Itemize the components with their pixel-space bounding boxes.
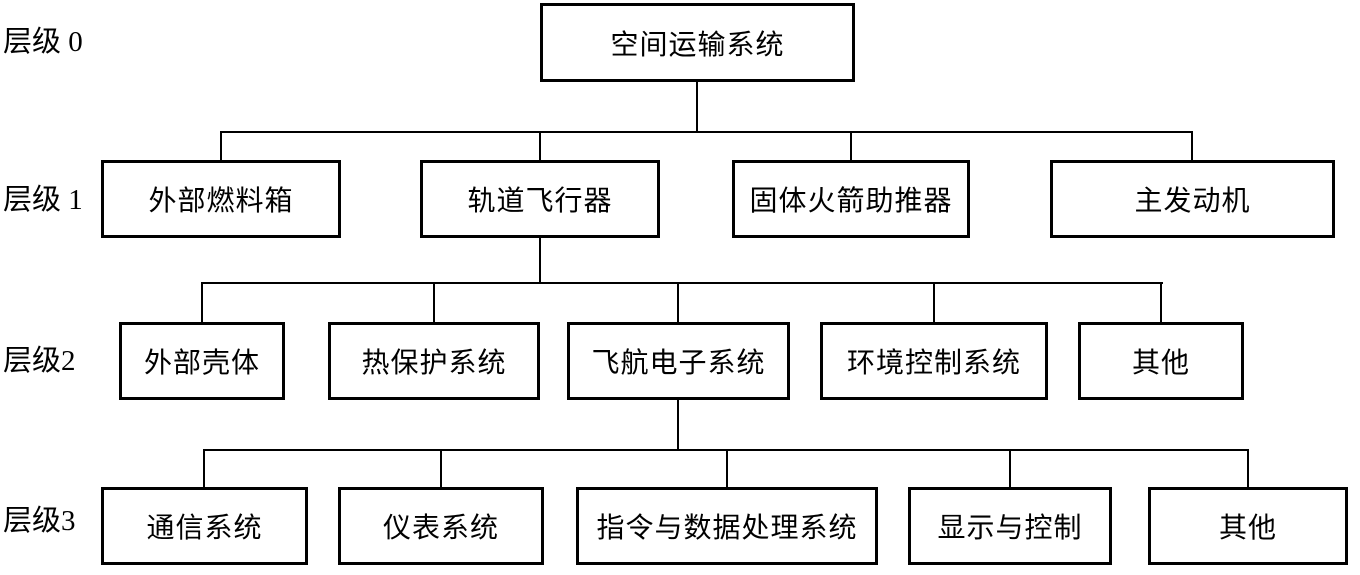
node-level3-other-label: 其他 bbox=[1218, 513, 1277, 544]
node-external-fuel-tank: 外部燃料箱 bbox=[101, 160, 341, 238]
node-orbiter: 轨道飞行器 bbox=[420, 160, 660, 238]
node-communication-system-label: 通信系统 bbox=[146, 513, 263, 544]
row-label-level-3: 层级3 bbox=[3, 505, 76, 537]
node-solid-rocket-booster: 固体火箭助推器 bbox=[732, 160, 970, 238]
connector-stub-main-engine bbox=[1191, 131, 1193, 160]
node-level3-other: 其他 bbox=[1148, 487, 1348, 565]
connector-stub-instrument bbox=[440, 449, 442, 487]
row-label-level-0: 层级 0 bbox=[3, 26, 83, 58]
connector-stub-command-data bbox=[726, 449, 728, 487]
node-space-transport-system: 空间运输系统 bbox=[540, 3, 855, 82]
node-display-and-control: 显示与控制 bbox=[908, 487, 1112, 565]
node-display-and-control-label: 显示与控制 bbox=[937, 513, 1083, 544]
connector-root-trunk bbox=[696, 82, 698, 133]
row-label-level-1: 层级 1 bbox=[3, 184, 83, 216]
connector-stub-communication bbox=[203, 449, 205, 487]
node-avionics-system-label: 飞航电子系统 bbox=[591, 348, 766, 379]
node-level2-other-label: 其他 bbox=[1131, 348, 1190, 379]
connector-orbiter-trunk bbox=[539, 238, 541, 283]
connector-stub-external-tank bbox=[220, 131, 222, 160]
node-level2-other: 其他 bbox=[1078, 322, 1244, 400]
node-instrument-system: 仪表系统 bbox=[338, 487, 544, 565]
connector-stub-orbiter bbox=[539, 131, 541, 160]
connector-avionics-trunk bbox=[677, 400, 679, 450]
node-external-shell: 外部壳体 bbox=[119, 322, 285, 400]
connector-stub-level3-other bbox=[1247, 449, 1249, 487]
node-main-engine: 主发动机 bbox=[1050, 160, 1335, 238]
node-space-transport-system-label: 空间运输系统 bbox=[610, 29, 785, 61]
connector-stub-solid-rocket-booster bbox=[850, 131, 852, 160]
connector-stub-display-control bbox=[1009, 449, 1011, 487]
node-instrument-system-label: 仪表系统 bbox=[382, 513, 499, 544]
node-environment-control-system-label: 环境控制系统 bbox=[846, 348, 1021, 379]
node-external-shell-label: 外部壳体 bbox=[143, 348, 260, 379]
node-external-fuel-tank-label: 外部燃料箱 bbox=[148, 186, 294, 217]
node-solid-rocket-booster-label: 固体火箭助推器 bbox=[749, 186, 953, 217]
node-avionics-system: 飞航电子系统 bbox=[567, 322, 790, 400]
connector-stub-external-shell bbox=[201, 282, 203, 322]
connector-stub-level2-other bbox=[1160, 282, 1162, 322]
row-label-level-2: 层级2 bbox=[3, 345, 76, 377]
connector-stub-avionics bbox=[677, 282, 679, 322]
connector-level2-bus bbox=[201, 282, 1163, 284]
node-orbiter-label: 轨道飞行器 bbox=[467, 186, 613, 217]
node-thermal-protection-system: 热保护系统 bbox=[328, 322, 540, 400]
node-thermal-protection-system-label: 热保护系统 bbox=[361, 348, 507, 379]
node-command-data-processing-system-label: 指令与数据处理系统 bbox=[596, 513, 858, 544]
node-command-data-processing-system: 指令与数据处理系统 bbox=[576, 487, 878, 565]
connector-stub-environment-control bbox=[933, 282, 935, 322]
connector-stub-thermal-protection bbox=[433, 282, 435, 322]
connector-level1-bus bbox=[220, 131, 1193, 133]
node-environment-control-system: 环境控制系统 bbox=[820, 322, 1048, 400]
node-communication-system: 通信系统 bbox=[101, 487, 308, 565]
node-main-engine-label: 主发动机 bbox=[1134, 186, 1251, 217]
